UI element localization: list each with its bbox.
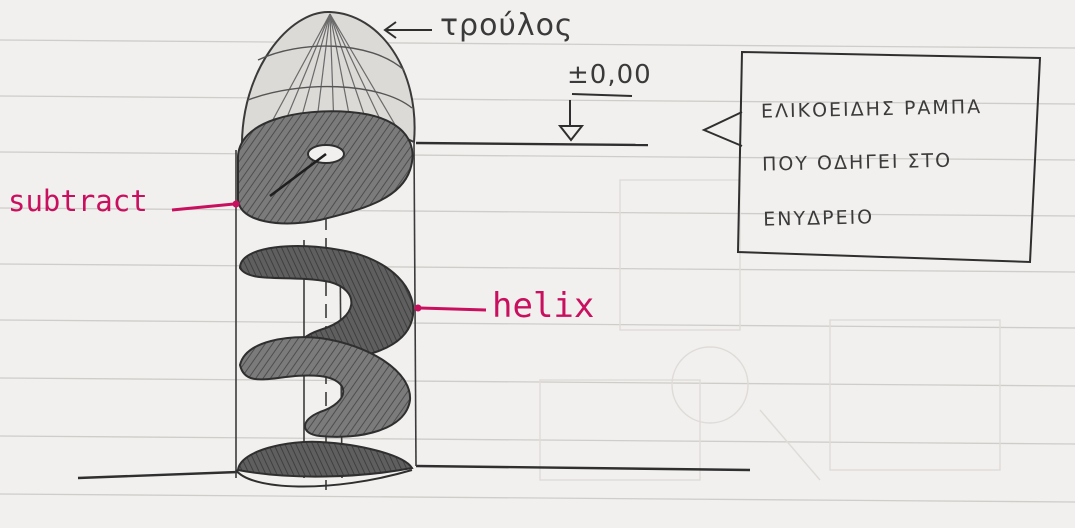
back-page-ghost: [539, 179, 1001, 481]
ground-lines: [77, 141, 751, 480]
helix-ramp: [235, 110, 415, 488]
helix-pointer-line: [419, 306, 487, 312]
subtract-label: subtract: [8, 184, 148, 218]
level-label: ±0,00: [567, 60, 652, 90]
dome-pointer-arrow: [383, 21, 432, 39]
callout-line-2: ΠΟΥ ΟΔΗΓΕΙ ΣΤΟ: [761, 149, 953, 176]
callout-line-3: ΕΝΥΔΡΕΙΟ: [763, 206, 875, 231]
subtract-pointer-line: [171, 202, 235, 212]
helix-label: helix: [492, 286, 595, 326]
callout-frame: [701, 50, 1042, 264]
callout-note: ΕΛΙΚΟΕΙΔΗΣ ΡΑΜΠΑ ΠΟΥ ΟΔΗΓΕΙ ΣΤΟ ΕΝΥΔΡΕΙΟ: [736, 53, 1040, 259]
level-marker-icon: [557, 93, 633, 142]
dome-label: τρούλος: [440, 8, 574, 43]
callout-line-1: ΕΛΙΚΟΕΙΔΗΣ ΡΑΜΠΑ: [760, 96, 983, 123]
